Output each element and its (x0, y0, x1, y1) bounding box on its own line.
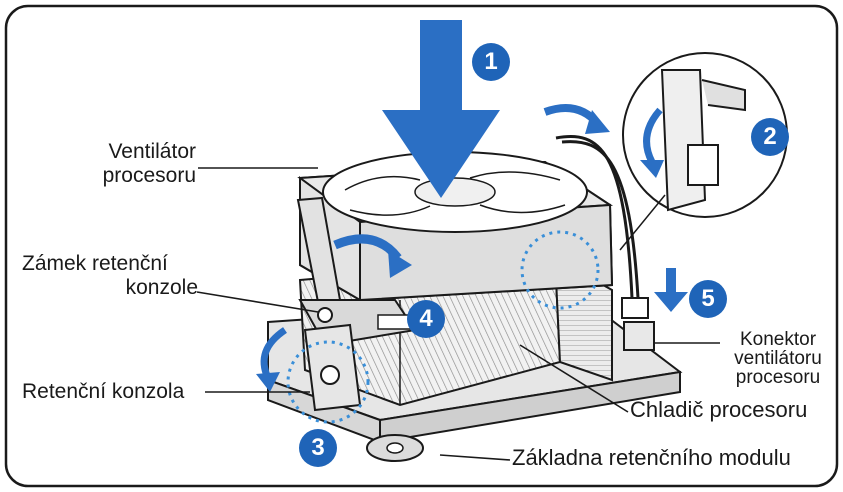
label-cpu-fan-line1: Ventilátor (108, 140, 196, 163)
step-badge-4: 4 (407, 300, 445, 338)
step-badge-5: 5 (689, 280, 727, 318)
clip-detail-inset (619, 52, 788, 251)
label-cpu-fan-line2: procesoru (102, 164, 196, 187)
step-badge-1: 1 (472, 43, 510, 81)
bracket-release-arrow-head (256, 372, 280, 392)
lever-swing-arrow-head (388, 250, 412, 278)
label-retention-lock-line2: konzole (125, 276, 198, 299)
label-retention-lock: Zámek retenční konzole (22, 252, 198, 300)
dotted-highlight-bracket (286, 340, 370, 424)
lever-swing-arrow (333, 234, 402, 261)
connector-plug-arrow (654, 268, 688, 312)
label-fan-connector: Konektor ventilátoru procesoru (722, 330, 834, 387)
fan-connector (555, 135, 655, 351)
rotate-arrow-top-head (585, 110, 610, 134)
label-module-base: Základna retenčního modulu (512, 445, 791, 470)
step-badge-3: 3 (299, 429, 337, 467)
retention-bracket-lever (296, 196, 419, 412)
clip-rotate-arrow-head (640, 160, 664, 178)
leader-lines (196, 167, 720, 461)
press-down-arrow (382, 20, 500, 198)
dotted-highlight-fan-clip (520, 230, 600, 310)
clip-rotate-arrow (643, 107, 663, 164)
label-fan-connector-line2: ventilátoru (734, 348, 822, 369)
label-retention-bracket: Retenční konzola (22, 380, 185, 403)
step-badge-2: 2 (751, 118, 789, 156)
label-fan-connector-line1: Konektor (739, 329, 817, 350)
label-cpu-fan: Ventilátor procesoru (70, 140, 196, 188)
label-retention-lock-line1: Zámek retenční (22, 252, 168, 275)
label-fan-connector-line3: procesoru (735, 367, 821, 388)
label-heatsink: Chladič procesoru (630, 397, 808, 422)
